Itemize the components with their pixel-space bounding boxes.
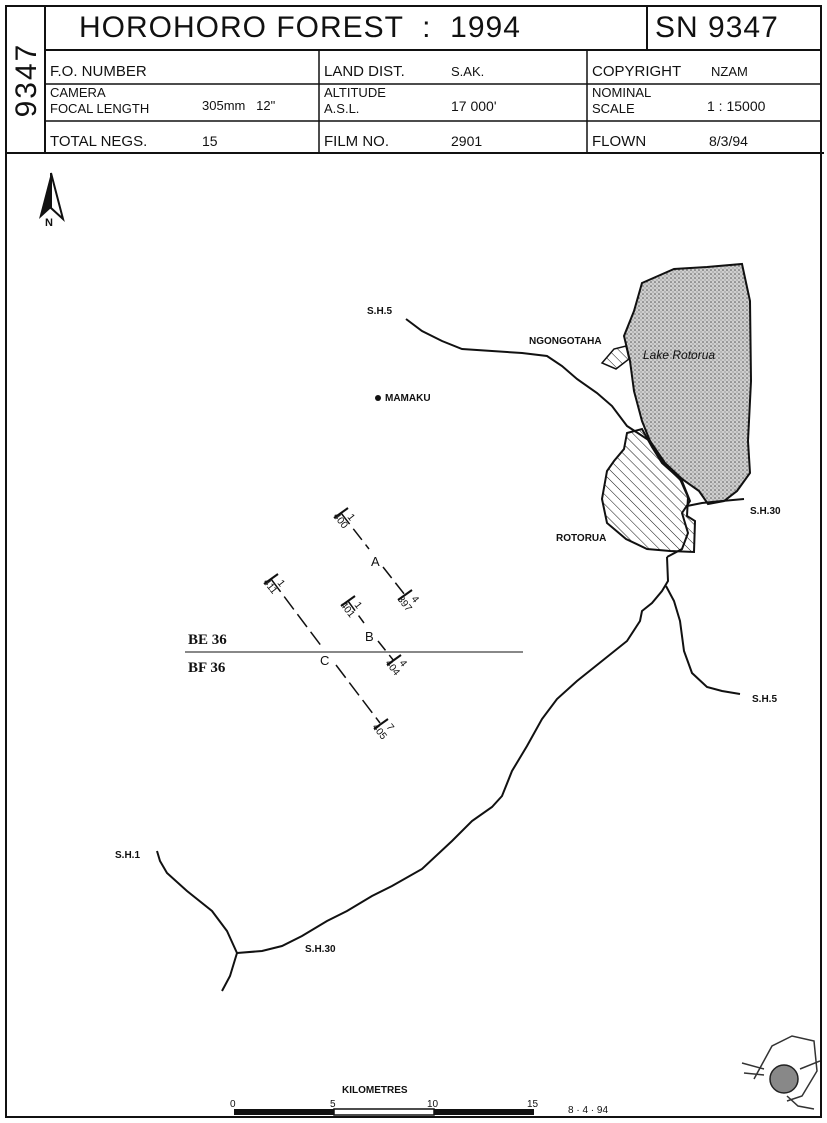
label-sh30-bottom: S.H.30 [305, 944, 336, 955]
scale-tick-5: 5 [330, 1099, 336, 1110]
aerial-mapping-logo [741, 1035, 820, 1110]
scale-tick-15: 15 [527, 1099, 539, 1110]
line-c-start-photo: 411 [261, 577, 280, 597]
label-sh5-top: S.H.5 [367, 306, 392, 317]
scale-bar: KILOMETRES 0 5 10 15 [230, 1085, 539, 1116]
map-canvas: N Lake Rotorua S.H.5 NGONGOTAHA MAMAKU S… [39, 172, 820, 1116]
road-network [156, 318, 745, 992]
flight-line-b: B 1 401 4 404 [338, 595, 409, 678]
line-c-letter: C [320, 653, 329, 668]
flight-line-a: A 1 400 4 397 [331, 507, 421, 614]
map-date: 8 · 4 · 94 [568, 1105, 608, 1116]
label-mamaku: MAMAKU [385, 393, 431, 404]
line-b-end-run: 4 [397, 658, 409, 670]
fo-number-label: F.O. NUMBER [50, 63, 147, 80]
rotorua-urban-area [600, 427, 697, 554]
line-c-start-run: 1 [275, 578, 287, 590]
nominal-label: NOMINAL [592, 85, 652, 100]
label-ngongotaha: NGONGOTAHA [529, 336, 602, 347]
scale-label: SCALE [592, 101, 635, 116]
asl-label: A.S.L. [324, 101, 360, 116]
grid-lower-label: BF 36 [188, 660, 226, 676]
film-no-label: FILM NO. [324, 133, 390, 150]
line-c-end-run: 7 [384, 722, 396, 734]
grid-upper-label: BE 36 [188, 632, 227, 648]
map-sheet: 9347 HOROHORO FOREST : 1994 SN 9347 F.O.… [5, 5, 824, 1118]
line-a-end-run: 4 [409, 594, 421, 606]
copyright-value: NZAM [711, 64, 748, 79]
land-dist-label: LAND DIST. [324, 63, 405, 80]
label-rotorua: ROTORUA [556, 533, 606, 544]
lake-rotorua [622, 262, 753, 506]
line-a-start-run: 1 [345, 512, 357, 524]
total-negs-label: TOTAL NEGS. [50, 133, 148, 150]
north-label: N [45, 217, 53, 229]
flown-value: 8/3/94 [709, 133, 748, 149]
line-b-start-photo: 401 [338, 600, 357, 620]
north-arrow-icon [39, 172, 65, 223]
flight-line-c: C 1 411 7 405 [261, 573, 396, 742]
total-negs-value: 15 [202, 133, 218, 149]
line-c-end-photo: 405 [370, 722, 389, 742]
focal-length-label: FOCAL LENGTH [50, 101, 150, 116]
sheet-number-vertical: 9347 [10, 42, 43, 118]
mamaku-dot [375, 395, 381, 401]
line-b-letter: B [365, 629, 374, 644]
label-sh5-right: S.H.5 [752, 694, 777, 705]
scale-bar-title: KILOMETRES [342, 1085, 408, 1096]
altitude-value: 17 000' [451, 98, 497, 114]
sheet-title: HOROHORO FOREST : 1994 [79, 11, 521, 44]
scale-value: 1 : 15000 [707, 98, 766, 114]
line-a-start-photo: 400 [331, 511, 350, 531]
altitude-label: ALTITUDE [324, 85, 386, 100]
line-b-start-run: 1 [352, 600, 364, 612]
line-b-end-photo: 404 [383, 658, 402, 678]
label-sh1: S.H.1 [115, 850, 140, 861]
land-dist-value: S.AK. [451, 64, 485, 79]
ngongotaha-area [600, 345, 630, 370]
focal-length-value: 305mm 12" [202, 98, 276, 113]
lake-label: Lake Rotorua [643, 348, 715, 362]
flown-label: FLOWN [592, 133, 647, 150]
line-a-letter: A [371, 554, 380, 569]
scale-tick-0: 0 [230, 1099, 236, 1110]
label-sh30-right: S.H.30 [750, 506, 781, 517]
scale-tick-10: 10 [427, 1099, 439, 1110]
copyright-label: COPYRIGHT [592, 63, 682, 80]
film-no-value: 2901 [451, 133, 483, 149]
camera-label: CAMERA [50, 85, 106, 100]
line-a-end-photo: 397 [395, 594, 414, 614]
header-frame [7, 7, 824, 154]
sheet-sn: SN 9347 [655, 11, 779, 44]
